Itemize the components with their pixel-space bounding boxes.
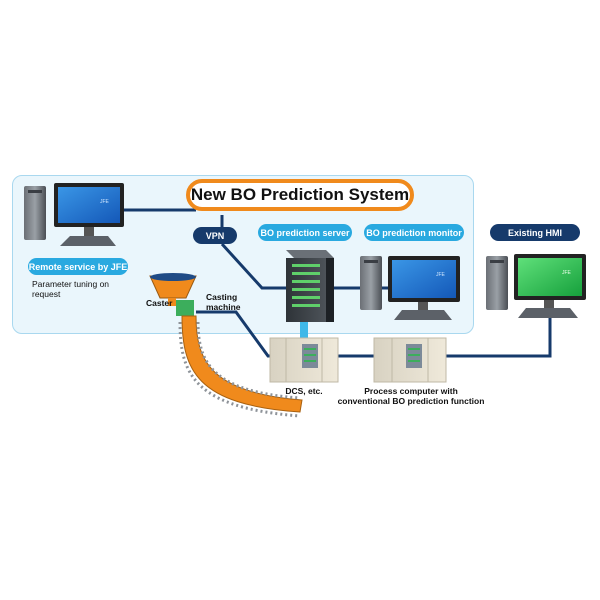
remote-screen-brand: JFE bbox=[100, 199, 109, 205]
parameter-tuning-label: Parameter tuning on request bbox=[32, 279, 110, 299]
bo-monitor-pill: BO prediction monitor bbox=[364, 224, 464, 241]
server-dcs-connector bbox=[300, 322, 308, 342]
line-vpn-to-server bbox=[220, 242, 286, 290]
existing-hmi-pc bbox=[486, 254, 586, 318]
caster-label: Caster bbox=[146, 298, 173, 308]
hmi-screen-brand: JFE bbox=[562, 270, 571, 276]
process-computer-cabinet bbox=[373, 337, 447, 383]
line-process-to-hmi bbox=[444, 312, 552, 358]
bo-monitor-pc bbox=[360, 256, 460, 320]
dcs-cabinet bbox=[269, 337, 339, 383]
existing-hmi-pill: Existing HMI bbox=[490, 224, 580, 241]
vpn-pill: VPN bbox=[193, 227, 237, 244]
bo-server bbox=[286, 250, 334, 322]
remote-service-pill: Remote service by JFE bbox=[28, 258, 128, 275]
casting-machine-label: Casting machine bbox=[206, 292, 241, 312]
remote-pc bbox=[24, 183, 124, 246]
bo-server-pill: BO prediction server bbox=[258, 224, 352, 241]
dcs-label: DCS, etc. bbox=[285, 386, 323, 396]
line-caster-to-dcs bbox=[196, 310, 280, 358]
caster bbox=[149, 273, 303, 418]
monitor-screen-brand: JFE bbox=[436, 272, 445, 278]
process-computer-label: Process computer with conventional BO pr… bbox=[337, 386, 485, 406]
system-title: New BO Prediction System bbox=[186, 179, 414, 211]
network-lines bbox=[122, 208, 552, 358]
